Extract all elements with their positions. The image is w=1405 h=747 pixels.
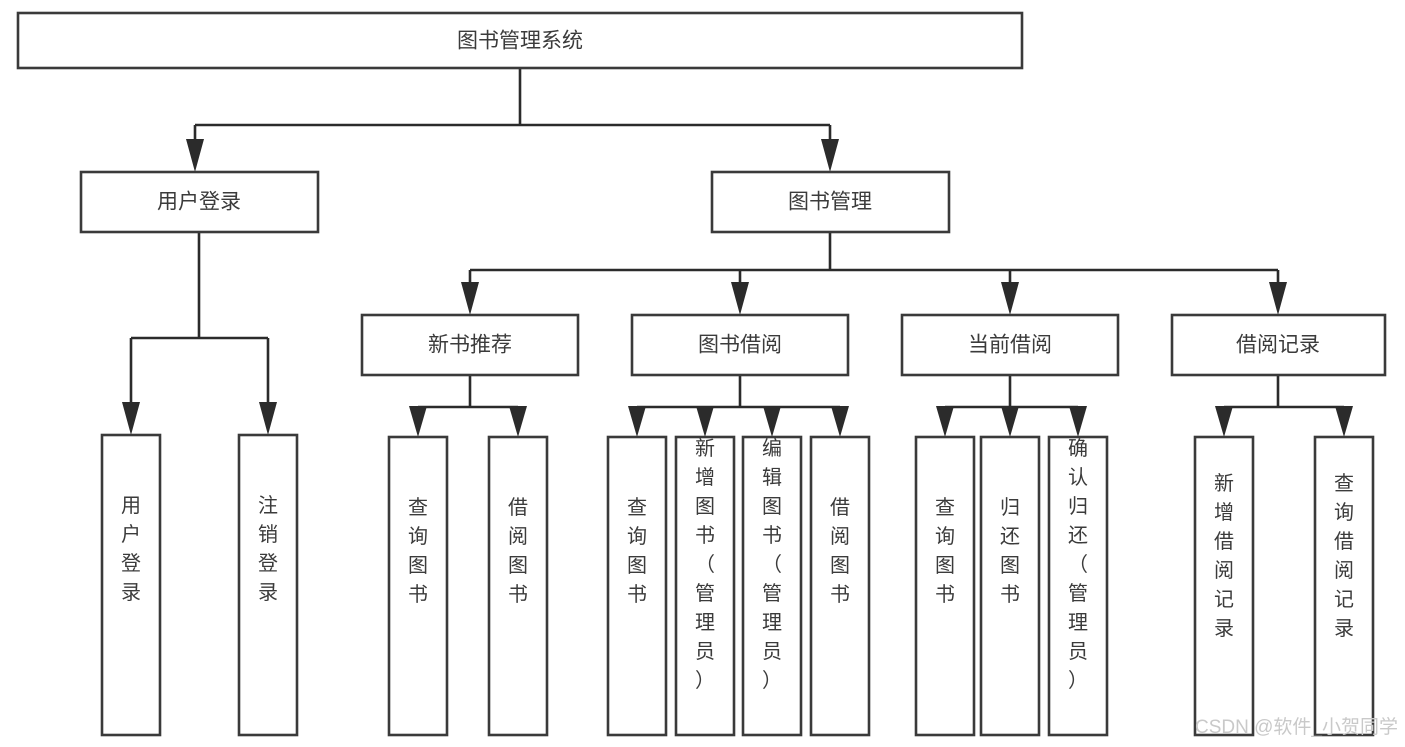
node-book-manage-box[interactable] — [710, 170, 951, 234]
arrow-newbook-leaf-2-icon — [509, 406, 527, 437]
arrow-newbook-leaf-1-icon — [409, 406, 427, 437]
node-new-book-recommend-box[interactable] — [360, 313, 580, 377]
leaf-book-borrow-3-label: 编辑图书（管理员） — [762, 437, 782, 692]
leaf-book-borrow-4-box[interactable] — [809, 435, 871, 737]
connector-group-new-book — [409, 375, 527, 437]
arrow-login-leaf-2-icon — [259, 402, 277, 435]
connector-group-root — [186, 68, 839, 172]
arrow-current-leaf-2-icon — [1001, 406, 1019, 437]
arrow-borrow-leaf-3-icon — [763, 406, 781, 437]
node-root-system-label: 图书管理系统 — [457, 30, 583, 53]
leaf-new-book-2-label: 借阅图书 — [508, 496, 528, 606]
leaf-current-borrow-1-label: 查询图书 — [935, 496, 955, 606]
connector-group-borrow-record — [1215, 375, 1353, 437]
arrow-root-to-login-icon — [186, 139, 204, 172]
arrow-manage-child-2-icon — [731, 282, 749, 315]
leaf-current-borrow-3[interactable]: 确认归还（管理员） — [1047, 435, 1109, 737]
leaf-borrow-record-1-label: 新增借阅记录 — [1214, 472, 1234, 640]
arrow-borrow-leaf-4-icon — [831, 406, 849, 437]
arrow-borrow-leaf-2-icon — [696, 406, 714, 437]
leaf-user-login-2-box[interactable] — [237, 433, 299, 737]
leaf-current-borrow-2[interactable]: 归还图书 — [979, 435, 1041, 737]
arrow-current-leaf-3-icon — [1069, 406, 1087, 437]
leaf-new-book-1-box[interactable] — [387, 435, 449, 737]
leaf-current-borrow-1-box[interactable] — [914, 435, 976, 737]
watermark-label: CSDN @软件_小贺同学 — [1195, 716, 1398, 738]
leaf-book-borrow-4-label: 借阅图书 — [830, 496, 850, 606]
leaf-borrow-record-1[interactable]: 新增借阅记录 — [1193, 435, 1255, 737]
leaf-new-book-2-box[interactable] — [487, 435, 549, 737]
arrow-record-leaf-1-icon — [1215, 406, 1233, 437]
connector-group-book-borrow — [628, 375, 849, 437]
leaf-user-login-2-label: 注销登录 — [258, 494, 278, 604]
leaf-book-borrow-4[interactable]: 借阅图书 — [809, 435, 871, 737]
leaf-current-borrow-2-box[interactable] — [979, 435, 1041, 737]
leaf-current-borrow-1[interactable]: 查询图书 — [914, 435, 976, 737]
leaf-book-borrow-2-box[interactable] — [674, 435, 736, 737]
leaf-new-book-2[interactable]: 借阅图书 — [487, 435, 549, 737]
leaf-current-borrow-3-label: 确认归还（管理员） — [1068, 437, 1088, 692]
leaf-user-login-1-box[interactable] — [100, 433, 162, 737]
leaf-book-borrow-3[interactable]: 编辑图书（管理员） — [741, 435, 803, 737]
connector-group-current-borrow — [936, 375, 1087, 437]
arrow-manage-child-1-icon — [461, 282, 479, 315]
node-book-borrow-label: 图书借阅 — [698, 334, 782, 357]
connector-group-user-login — [122, 232, 277, 435]
leaf-book-borrow-1-box[interactable] — [606, 435, 668, 737]
leaf-user-login-1[interactable]: 用户登录 — [100, 433, 162, 737]
leaf-user-login-2[interactable]: 注销登录 — [237, 433, 299, 737]
node-borrow-record-box[interactable] — [1170, 313, 1387, 377]
leaf-book-borrow-1[interactable]: 查询图书 — [606, 435, 668, 737]
node-current-borrow-label: 当前借阅 — [968, 334, 1052, 357]
leaf-current-borrow-3-box[interactable] — [1047, 435, 1109, 737]
leaf-new-book-1[interactable]: 查询图书 — [387, 435, 449, 737]
node-borrow-record-label: 借阅记录 — [1236, 334, 1320, 357]
arrow-record-leaf-2-icon — [1335, 406, 1353, 437]
leaf-borrow-record-2-label: 查询借阅记录 — [1334, 472, 1354, 640]
node-root-system-box[interactable] — [16, 11, 1024, 70]
leaf-book-borrow-2[interactable]: 新增图书（管理员） — [674, 435, 736, 737]
leaf-new-book-1-label: 查询图书 — [408, 496, 428, 606]
node-book-borrow-box[interactable] — [630, 313, 850, 377]
node-borrow-record[interactable]: 借阅记录 — [1170, 313, 1387, 377]
leaf-current-borrow-2-label: 归还图书 — [1000, 496, 1020, 606]
arrow-borrow-leaf-1-icon — [628, 406, 646, 437]
arrow-root-to-manage-icon — [821, 139, 839, 172]
leaf-book-borrow-1-label: 查询图书 — [627, 496, 647, 606]
node-new-book-recommend-label: 新书推荐 — [428, 334, 512, 357]
node-book-manage-label: 图书管理 — [788, 191, 872, 214]
node-current-borrow-box[interactable] — [900, 313, 1120, 377]
arrow-current-leaf-1-icon — [936, 406, 954, 437]
leaf-user-login-1-label: 用户登录 — [121, 495, 141, 604]
leaf-borrow-record-1-box[interactable] — [1193, 435, 1255, 737]
node-book-manage[interactable]: 图书管理 — [710, 170, 951, 234]
node-book-borrow[interactable]: 图书借阅 — [630, 313, 850, 377]
arrow-login-leaf-1-icon — [122, 402, 140, 435]
connector-group-book-manage — [461, 232, 1287, 315]
node-root-system[interactable]: 图书管理系统 — [16, 11, 1024, 70]
node-user-login-box[interactable] — [79, 170, 320, 234]
node-current-borrow[interactable]: 当前借阅 — [900, 313, 1120, 377]
leaf-book-borrow-2-label: 新增图书（管理员） — [695, 437, 715, 692]
node-user-login-label: 用户登录 — [157, 191, 241, 214]
arrow-manage-child-4-icon — [1269, 282, 1287, 315]
node-user-login[interactable]: 用户登录 — [79, 170, 320, 234]
leaf-borrow-record-2-box[interactable] — [1313, 435, 1375, 737]
leaf-book-borrow-3-box[interactable] — [741, 435, 803, 737]
node-new-book-recommend[interactable]: 新书推荐 — [360, 313, 580, 377]
arrow-manage-child-3-icon — [1001, 282, 1019, 315]
leaf-borrow-record-2[interactable]: 查询借阅记录 — [1313, 435, 1375, 737]
